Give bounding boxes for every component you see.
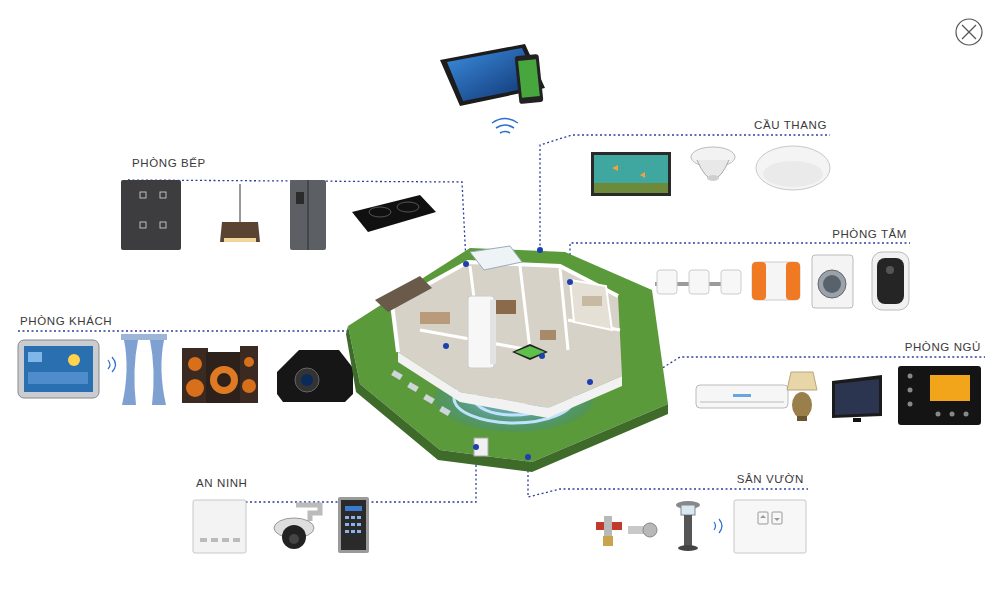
room-label: PHÒNG NGỦ	[903, 340, 983, 354]
tablet-phone	[440, 44, 545, 133]
house-illustration	[346, 246, 668, 472]
room-label: AN NINH	[194, 476, 249, 490]
living-devices	[18, 334, 353, 405]
room-label: PHÒNG TẮM	[830, 227, 909, 241]
garden-devices	[596, 500, 806, 553]
room-label: PHÒNG BẾP	[130, 156, 208, 170]
stairs-devices	[591, 146, 830, 196]
leader-lines	[18, 135, 985, 502]
bedroom-devices	[696, 366, 981, 425]
security-devices	[193, 497, 369, 553]
room-label: PHÒNG KHÁCH	[18, 314, 114, 328]
close-button	[956, 19, 982, 45]
bath-devices	[655, 252, 909, 310]
room-label: CẦU THANG	[752, 118, 829, 132]
room-label: SÂN VƯỜN	[735, 472, 806, 486]
kitchen-devices	[121, 180, 436, 250]
